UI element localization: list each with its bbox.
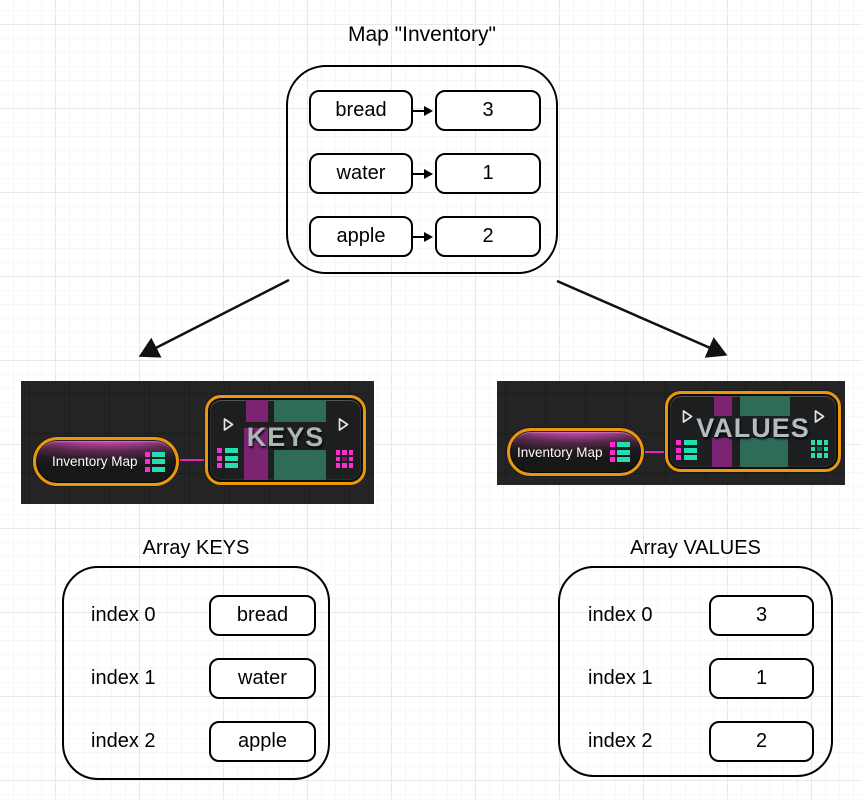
map-pin-icon[interactable] xyxy=(609,442,630,462)
keys-node[interactable]: KEYS xyxy=(205,395,366,485)
map-arrow-icon xyxy=(413,105,433,116)
map-pin-icon[interactable] xyxy=(144,451,165,472)
map-key-box: bread xyxy=(309,90,413,131)
exec-in-pin-icon[interactable] xyxy=(220,416,236,433)
values-node[interactable]: VALUES xyxy=(665,391,841,472)
array-keys-title: Array KEYS xyxy=(142,537,250,559)
array-value-box: bread xyxy=(209,594,316,636)
values-node-title: VALUES xyxy=(696,413,810,443)
array-row: index 2 2 xyxy=(560,720,831,762)
arrow-to-keys xyxy=(138,278,290,358)
variable-node-inventory-map[interactable]: Inventory Map xyxy=(507,428,644,476)
array-values-container: index 0 3 index 1 1 index 2 2 xyxy=(558,566,833,777)
values-array-output-pin-icon[interactable] xyxy=(810,440,828,458)
index-label: index 2 xyxy=(91,729,156,752)
exec-out-pin-icon[interactable] xyxy=(811,408,827,425)
map-value-box: 2 xyxy=(435,216,541,257)
index-label: index 0 xyxy=(91,603,156,626)
map-container: bread 3 water 1 apple 2 xyxy=(286,65,558,274)
array-value-box: 1 xyxy=(709,657,814,699)
array-value-box: water xyxy=(209,657,316,699)
index-label: index 2 xyxy=(588,729,653,752)
index-label: index 1 xyxy=(91,666,156,689)
map-key-box: apple xyxy=(309,216,413,257)
map-title: Map "Inventory" xyxy=(348,23,496,46)
map-entry-row: bread 3 xyxy=(309,90,541,131)
array-value-box: 2 xyxy=(709,720,814,762)
array-row: index 0 bread xyxy=(64,594,328,636)
array-value-box: 3 xyxy=(709,594,814,636)
map-value-box: 1 xyxy=(435,153,541,194)
map-entry-row: apple 2 xyxy=(309,216,541,257)
map-value-box: 3 xyxy=(435,90,541,131)
array-values-title: Array VALUES xyxy=(630,537,761,559)
wire-map-to-values xyxy=(629,451,684,453)
node-deco-block xyxy=(244,428,268,480)
index-label: index 0 xyxy=(588,603,653,626)
variable-node-label: Inventory Map xyxy=(516,444,603,460)
map-key-box: water xyxy=(309,153,413,194)
exec-in-pin-icon[interactable] xyxy=(679,408,695,425)
variable-node-label: Inventory Map xyxy=(51,454,138,469)
map-input-pin-icon[interactable] xyxy=(217,448,238,468)
array-row: index 2 apple xyxy=(64,720,328,762)
node-deco-block xyxy=(714,396,732,416)
blueprint-panel-values: Inventory Map VALUES xyxy=(497,381,845,485)
map-arrow-icon xyxy=(413,231,433,242)
keys-node-title: KEYS xyxy=(246,422,325,452)
exec-out-pin-icon[interactable] xyxy=(335,416,351,433)
node-deco-block xyxy=(712,438,732,467)
values-node-body: VALUES xyxy=(670,396,836,467)
blueprint-panel-keys: Inventory Map KEYS xyxy=(21,381,374,504)
array-row: index 0 3 xyxy=(560,594,831,636)
array-row: index 1 1 xyxy=(560,657,831,699)
array-value-box: apple xyxy=(209,720,316,762)
variable-node-inventory-map[interactable]: Inventory Map xyxy=(33,437,179,486)
arrow-to-values xyxy=(556,279,728,358)
array-row: index 1 water xyxy=(64,657,328,699)
array-keys-container: index 0 bread index 1 water index 2 appl… xyxy=(62,566,330,780)
map-arrow-icon xyxy=(413,168,433,179)
node-deco-block xyxy=(740,438,788,467)
node-deco-block xyxy=(274,450,326,480)
wire-map-to-keys xyxy=(166,459,236,461)
node-deco-block xyxy=(740,396,790,416)
keys-node-body: KEYS xyxy=(210,400,361,480)
node-deco-block xyxy=(246,400,268,422)
node-deco-block xyxy=(274,400,326,422)
index-label: index 1 xyxy=(588,666,653,689)
keys-array-output-pin-icon[interactable] xyxy=(335,450,353,468)
map-input-pin-icon[interactable] xyxy=(676,440,697,460)
map-entry-row: water 1 xyxy=(309,153,541,194)
